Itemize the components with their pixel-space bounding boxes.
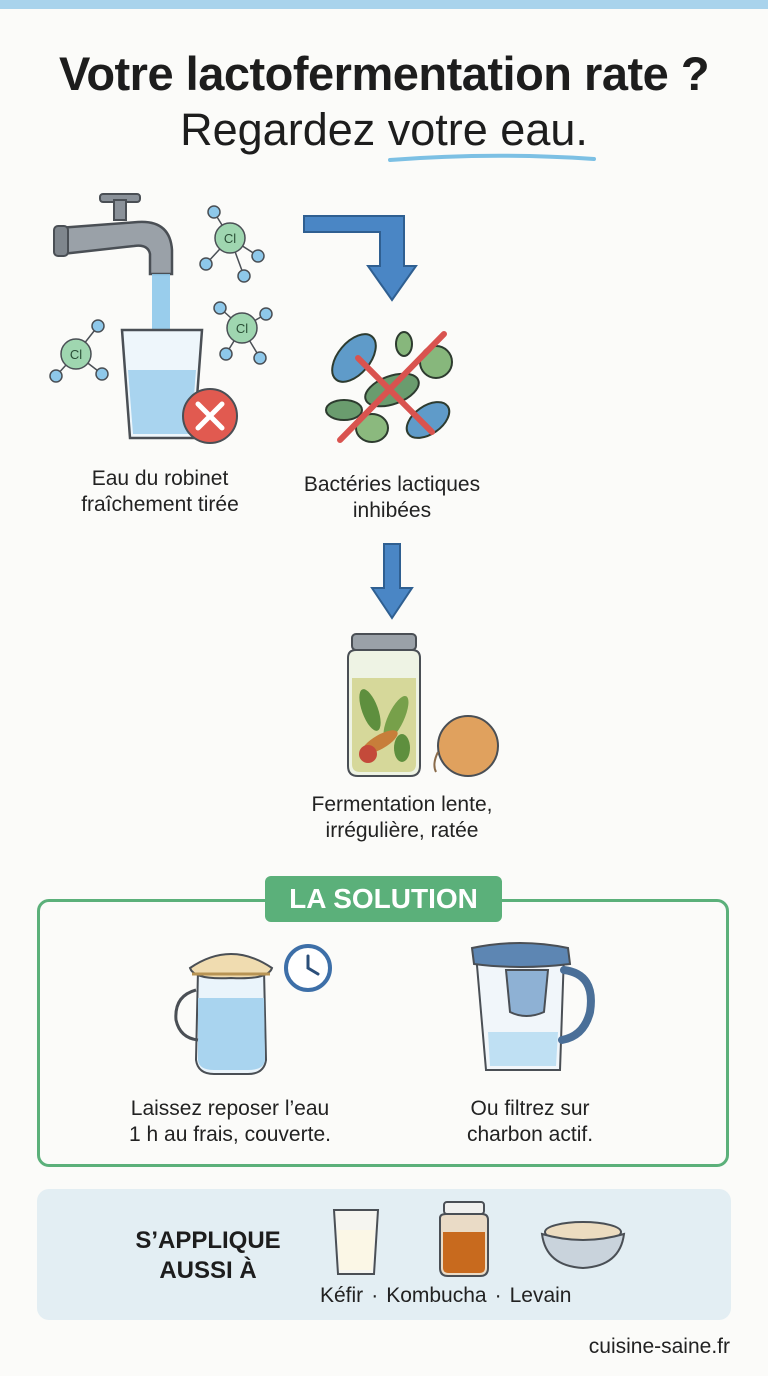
levain-bowl-icon (540, 1221, 626, 1270)
subtitle-underline (388, 153, 596, 162)
rest-caption-line2: 1 h au frais, couverte. (129, 1123, 331, 1146)
fermentation-caption-line2: irrégulière, ratée (325, 819, 479, 842)
also-label-line2: AUSSI À (159, 1257, 257, 1284)
bacteria-caption-line2: inhibées (352, 499, 432, 522)
top-accent-bar (0, 0, 768, 9)
rest-caption-line1: Laissez reposer l’eau (130, 1097, 330, 1120)
svg-text:Cl: Cl (70, 347, 82, 362)
item-kombucha: Kombucha (386, 1284, 487, 1307)
fermentation-caption: Fermentation lente, irrégulière, ratée (282, 792, 522, 844)
down-arrow-icon (370, 543, 414, 620)
filter-caption-line2: charbon actif. (466, 1123, 594, 1146)
svg-text:Cl: Cl (224, 231, 236, 246)
item-levain: Levain (509, 1284, 572, 1307)
faucet-icon (53, 193, 174, 276)
svg-text:Cl: Cl (236, 321, 248, 336)
also-applies-label: S’APPLIQUE AUSSI À (118, 1226, 298, 1286)
item-kefir: Kéfir (320, 1284, 364, 1307)
clock-icon (284, 944, 332, 992)
separator: · (371, 1284, 379, 1307)
rest-caption: Laissez reposer l’eau 1 h au frais, couv… (100, 1096, 360, 1148)
also-label-line1: S’APPLIQUE (135, 1227, 281, 1254)
onion-icon (433, 715, 499, 777)
kombucha-jar-icon (439, 1201, 489, 1277)
footer-site: cuisine-saine.fr (588, 1335, 730, 1358)
error-x-icon (182, 388, 238, 444)
tap-water-illustration: Cl Cl Cl (49, 193, 273, 444)
inhibited-bacteria-illustration (325, 331, 453, 443)
bacteria-caption-line1: Bactéries lactiques (303, 473, 481, 496)
chlorine-molecule-icon (213, 301, 273, 365)
tap-caption-line2: fraîchement tirée (81, 493, 239, 516)
bent-arrow-icon (303, 215, 418, 302)
chlorine-molecule-icon (199, 205, 265, 283)
also-applies-items: Kéfir · Kombucha · Levain (320, 1284, 640, 1308)
water-glass-icon (120, 328, 204, 440)
kefir-glass-icon (332, 1209, 380, 1275)
solution-label: LA SOLUTION (265, 876, 502, 922)
tap-caption: Eau du robinet fraîchement tirée (55, 466, 265, 518)
mason-jar-icon (347, 633, 421, 777)
page-title: Votre lactofermentation rate ? (58, 47, 710, 100)
covered-pitcher-illustration (174, 944, 332, 1075)
tap-caption-line1: Eau du robinet (91, 467, 229, 490)
filter-pitcher-icon (470, 942, 595, 1071)
separator: · (494, 1284, 502, 1307)
fermentation-caption-line1: Fermentation lente, (311, 793, 493, 816)
cross-out-line (355, 355, 435, 435)
fermentation-jar-illustration (347, 633, 499, 777)
filter-caption: Ou filtrez sur charbon actif. (420, 1096, 640, 1148)
page-subtitle: Regardez votre eau. (180, 104, 588, 155)
bacteria-caption: Bactéries lactiques inhibées (282, 472, 502, 524)
chlorine-molecule-icon (49, 319, 109, 383)
filter-pitcher-illustration (470, 942, 595, 1071)
filter-caption-line1: Ou filtrez sur (470, 1097, 590, 1120)
cross-out-line (337, 331, 447, 443)
pitcher-icon (174, 953, 274, 1075)
